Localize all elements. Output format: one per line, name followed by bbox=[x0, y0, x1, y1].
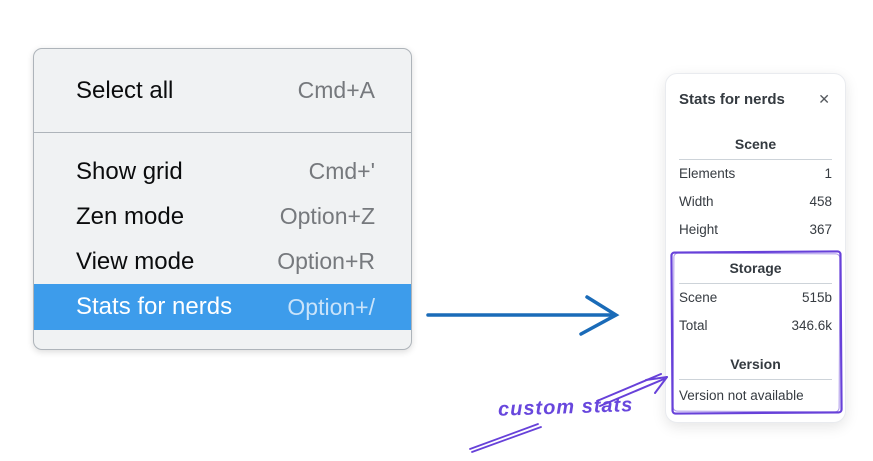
menu-item-label: Zen mode bbox=[76, 202, 185, 230]
menu-item-view-mode[interactable]: View mode Option+R bbox=[34, 239, 411, 284]
context-menu: Select all Cmd+A Show grid Cmd+' Zen mod… bbox=[33, 48, 412, 350]
stats-panel-title: Stats for nerds bbox=[679, 90, 785, 108]
menu-item-select-all[interactable]: Select all Cmd+A bbox=[34, 49, 411, 132]
stat-row-storage-total: Total 346.6k bbox=[679, 312, 832, 340]
stat-label: Width bbox=[679, 194, 714, 209]
annotation-custom-stats: custom stats bbox=[497, 394, 634, 421]
menu-group: Show grid Cmd+' Zen mode Option+Z View m… bbox=[34, 133, 411, 330]
menu-item-shortcut: Option+Z bbox=[279, 203, 375, 229]
menu-item-zen-mode[interactable]: Zen mode Option+Z bbox=[34, 194, 411, 239]
menu-item-label: Show grid bbox=[76, 157, 183, 185]
stats-panel: Stats for nerds ✕ Scene Elements 1 Width… bbox=[665, 73, 846, 423]
menu-item-label: Stats for nerds bbox=[76, 293, 233, 320]
stat-label: Scene bbox=[679, 290, 718, 305]
stat-value: 367 bbox=[809, 222, 832, 237]
menu-item-label: Select all bbox=[76, 76, 174, 104]
stat-row-height: Height 367 bbox=[679, 216, 832, 244]
section-header-storage: Storage bbox=[729, 260, 782, 276]
menu-divider bbox=[34, 132, 411, 133]
stat-label: Height bbox=[679, 222, 719, 237]
menu-item-shortcut: Option+/ bbox=[287, 293, 375, 320]
section-divider bbox=[679, 379, 832, 380]
menu-item-shortcut: Option+R bbox=[277, 248, 375, 274]
menu-item-show-grid[interactable]: Show grid Cmd+' bbox=[34, 149, 411, 194]
stat-row-width: Width 458 bbox=[679, 188, 832, 216]
stat-row-storage-scene: Scene 515b bbox=[679, 284, 832, 312]
stats-panel-header: Stats for nerds ✕ bbox=[679, 88, 832, 110]
menu-item-shortcut: Cmd+' bbox=[308, 158, 375, 184]
menu-item-label: View mode bbox=[76, 247, 195, 275]
stat-value: 346.6k bbox=[791, 318, 832, 333]
version-note: Version not available bbox=[679, 388, 804, 403]
stat-row-elements: Elements 1 bbox=[679, 160, 832, 188]
stat-label: Elements bbox=[679, 166, 736, 181]
section-header-scene: Scene bbox=[734, 136, 777, 152]
section-divider bbox=[679, 159, 832, 160]
stat-value: 1 bbox=[824, 166, 832, 181]
section-header-version: Version bbox=[730, 356, 781, 372]
close-icon[interactable]: ✕ bbox=[818, 91, 830, 107]
stat-value: 458 bbox=[809, 194, 832, 209]
stat-label: Total bbox=[679, 318, 708, 333]
annotation-underline-stroke bbox=[469, 423, 542, 453]
stat-value: 515b bbox=[801, 290, 832, 305]
flow-arrow-icon bbox=[426, 295, 620, 336]
menu-item-shortcut: Cmd+A bbox=[297, 77, 375, 103]
menu-item-stats-for-nerds[interactable]: Stats for nerds Option+/ bbox=[34, 284, 411, 330]
